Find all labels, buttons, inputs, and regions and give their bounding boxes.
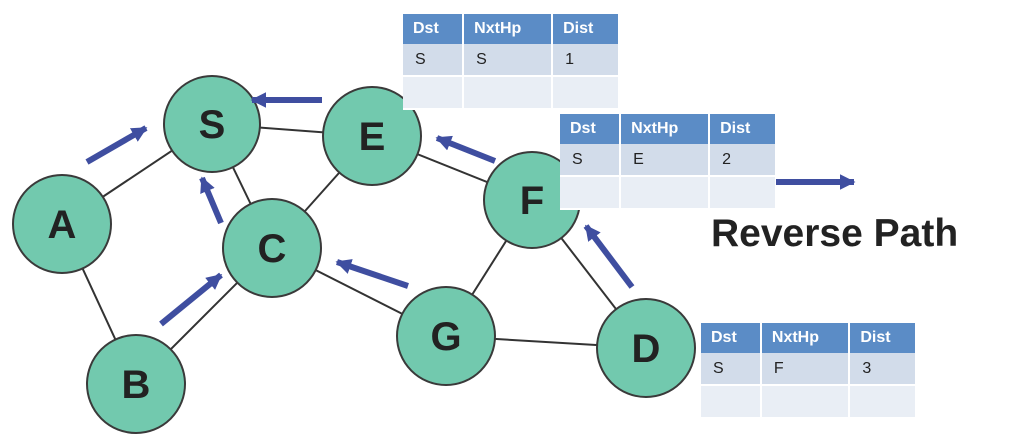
node-d-label: D [632,327,661,371]
cell-dst: S [403,44,465,77]
arrow-c-to-s [199,176,224,225]
cell-nxthp [463,76,554,110]
node-a-label: A [48,203,77,247]
node-d: D [596,298,696,398]
table-row [701,385,915,419]
cell-dist [849,385,915,419]
node-c-circle [222,198,322,298]
arrows [85,92,856,327]
cell-nxthp: E [620,144,711,177]
node-b-label: B [122,363,151,407]
node-c: C [222,198,322,298]
reverse-path-title: Reverse Path [711,212,959,255]
table-header: Dst NxtHp Dist [560,114,775,144]
node-g: G [396,286,496,386]
arrow-b-to-c [159,272,223,327]
arrow-d-to-f [583,224,635,289]
table-row: S F 3 [701,353,915,386]
header-dst: Dst [560,114,622,144]
routing-table-d: Dst NxtHp Dist S F 3 [701,323,915,419]
node-g-label: G [430,315,461,359]
table-row: S E 2 [560,144,775,177]
node-a: A [12,174,112,274]
cell-dist: 3 [849,353,915,386]
cell-dst [701,385,762,419]
header-nxthp: NxtHp [463,14,554,44]
header-dst: Dst [701,323,762,353]
node-e-label: E [359,115,386,159]
cell-dst [560,176,622,210]
node-s-circle [163,75,261,173]
table-row: S S 1 [403,44,618,77]
header-nxthp: NxtHp [760,323,851,353]
arrow-g-to-c [335,259,409,289]
node-a-circle [12,174,112,274]
node-b-circle [86,334,186,434]
cell-dst: S [701,353,762,386]
node-e-circle [322,86,422,186]
table-header: Dst NxtHp Dist [701,323,915,353]
node-s-label: S [199,103,226,147]
cell-nxthp: S [463,44,554,77]
table-header: Dst NxtHp Dist [403,14,618,44]
cell-nxthp: F [760,353,851,386]
node-e: E [322,86,422,186]
node-s: S [163,75,261,173]
cell-nxthp [620,176,711,210]
cell-dist: 1 [552,44,618,77]
routing-table-e: Dst NxtHp Dist S S 1 [403,14,618,110]
cell-dist [552,76,618,110]
node-f-label: F [520,179,544,223]
cell-dst: S [560,144,622,177]
node-c-label: C [258,227,287,271]
header-dst: Dst [403,14,465,44]
node-d-circle [596,298,696,398]
node-b: B [86,334,186,434]
cell-nxthp [760,385,851,419]
arrow-a-to-s [85,125,148,165]
cell-dst [403,76,465,110]
header-dist: Dist [849,323,915,353]
table-row [560,176,775,210]
cell-dist [709,176,775,210]
routing-table-f: Dst NxtHp Dist S E 2 [560,114,775,210]
node-f: F [483,151,581,249]
header-nxthp: NxtHp [620,114,711,144]
table-row [403,76,618,110]
header-dist: Dist [552,14,618,44]
header-dist: Dist [709,114,775,144]
cell-dist: 2 [709,144,775,177]
node-g-circle [396,286,496,386]
arrow-f-to-e [435,135,497,164]
